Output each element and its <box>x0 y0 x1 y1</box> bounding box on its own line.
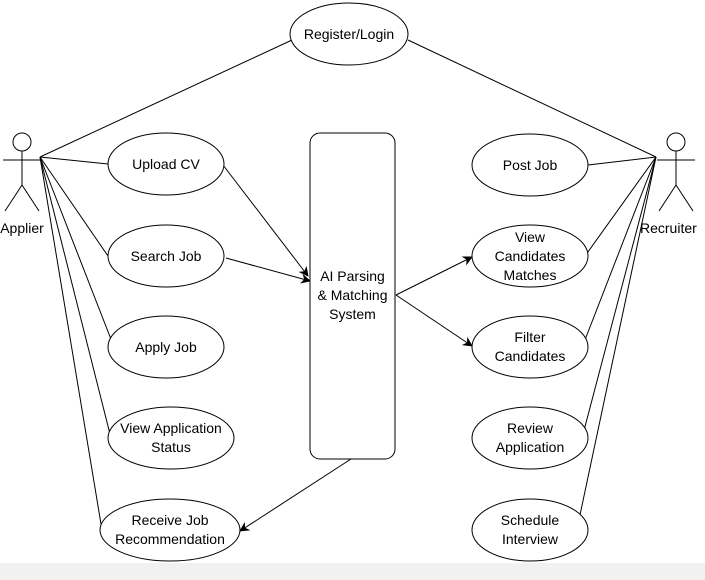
system-box <box>309 132 396 460</box>
assoc-applier-view-status <box>39 156 112 439</box>
assoc-recruiter-review-application <box>581 156 657 439</box>
usecase-apply-job: Apply Job <box>135 338 197 355</box>
usecase-receive-recommendation-shape <box>99 498 241 562</box>
assoc-recruiter-register <box>407 39 657 158</box>
actor-applier-figure <box>3 132 41 212</box>
diagram-svg <box>3 2 695 562</box>
flow-system-to-view-matches <box>395 256 473 296</box>
assoc-applier-receive-recommendation <box>39 156 103 531</box>
usecase-post-job-shape <box>471 133 589 197</box>
usecase-search-job-shape <box>107 224 225 288</box>
usecase-schedule-interview: Schedule Interview <box>500 512 560 547</box>
usecase-receive-job-recommendation: Receive Job Recommendation <box>115 512 225 547</box>
usecase-view-status-shape <box>107 406 235 470</box>
usecase-post-job: Post Job <box>502 156 558 173</box>
assoc-applier-register <box>39 39 293 158</box>
usecase-upload-cv: Upload CV <box>132 155 200 172</box>
usecase-register-login: Register/Login <box>303 25 395 42</box>
usecase-filter-candidates: Filter Candidates <box>494 329 566 364</box>
assoc-applier-apply-job <box>39 156 115 348</box>
flow-upload-cv-to-system <box>222 164 309 277</box>
usecase-apply-job-shape <box>107 315 225 379</box>
flow-system-to-filter-candidates <box>395 294 473 347</box>
assoc-applier-search-job <box>39 156 109 257</box>
diagram-canvas: Applier Recruiter AI Parsing & Matching … <box>0 0 705 563</box>
usecase-review-application-shape <box>471 406 589 470</box>
actor-recruiter-figure <box>657 132 695 212</box>
usecase-view-application-status: View Application Status <box>120 420 222 455</box>
system-label: AI Parsing & Matching System <box>317 267 388 322</box>
assoc-applier-upload-cv <box>39 156 109 165</box>
usecase-filter-candidates-shape <box>471 315 589 379</box>
assoc-recruiter-view-matches <box>584 156 657 257</box>
assoc-recruiter-schedule-interview <box>576 156 657 530</box>
footer-bar <box>0 563 705 580</box>
assoc-recruiter-filter-candidates <box>582 156 657 346</box>
flow-system-to-recommendation <box>239 458 352 532</box>
assoc-recruiter-post-job <box>587 156 657 166</box>
usecase-view-matches-shape <box>471 224 589 288</box>
actor-recruiter-label: Recruiter <box>640 220 697 236</box>
usecase-review-application: Review Application <box>495 420 565 455</box>
flow-search-job-to-system <box>225 257 311 284</box>
usecase-search-job: Search Job <box>130 247 202 264</box>
usecase-register-login-shape <box>289 2 409 66</box>
actor-applier-label: Applier <box>0 220 44 236</box>
usecase-upload-cv-shape <box>107 132 225 196</box>
usecase-view-candidates-matches: View Candidates Matches <box>494 228 566 283</box>
usecase-schedule-interview-shape <box>471 498 589 562</box>
